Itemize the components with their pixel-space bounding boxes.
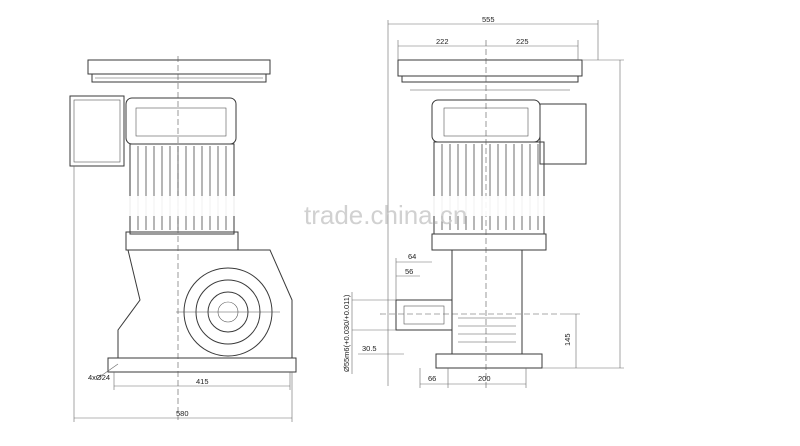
gearbox-ribs <box>458 317 516 343</box>
dim-56: 56 <box>405 267 413 276</box>
left-view: 415 580 4xØ24 <box>69 56 297 422</box>
dim-shaft-dia: Ø55m6(+0.030/+0.011) <box>342 294 351 372</box>
dim-222: 222 <box>436 37 449 46</box>
dim-580: 580 <box>176 409 189 418</box>
left-motor-fins <box>129 143 235 235</box>
right-view: 555 222 225 145 64 56 Ø55m6(+0.030/+0.01… <box>342 15 624 390</box>
watermark: trade.china.cn <box>304 200 467 230</box>
dim-30-5: 30.5 <box>362 344 377 353</box>
dim-66: 66 <box>428 374 436 383</box>
dim-64: 64 <box>408 252 416 261</box>
dim-hole-callout: 4xØ24 <box>88 373 110 382</box>
dim-145: 145 <box>563 333 572 346</box>
dim-415: 415 <box>196 377 209 386</box>
dim-200: 200 <box>478 374 491 383</box>
dim-555: 555 <box>482 15 495 24</box>
dim-225: 225 <box>516 37 529 46</box>
